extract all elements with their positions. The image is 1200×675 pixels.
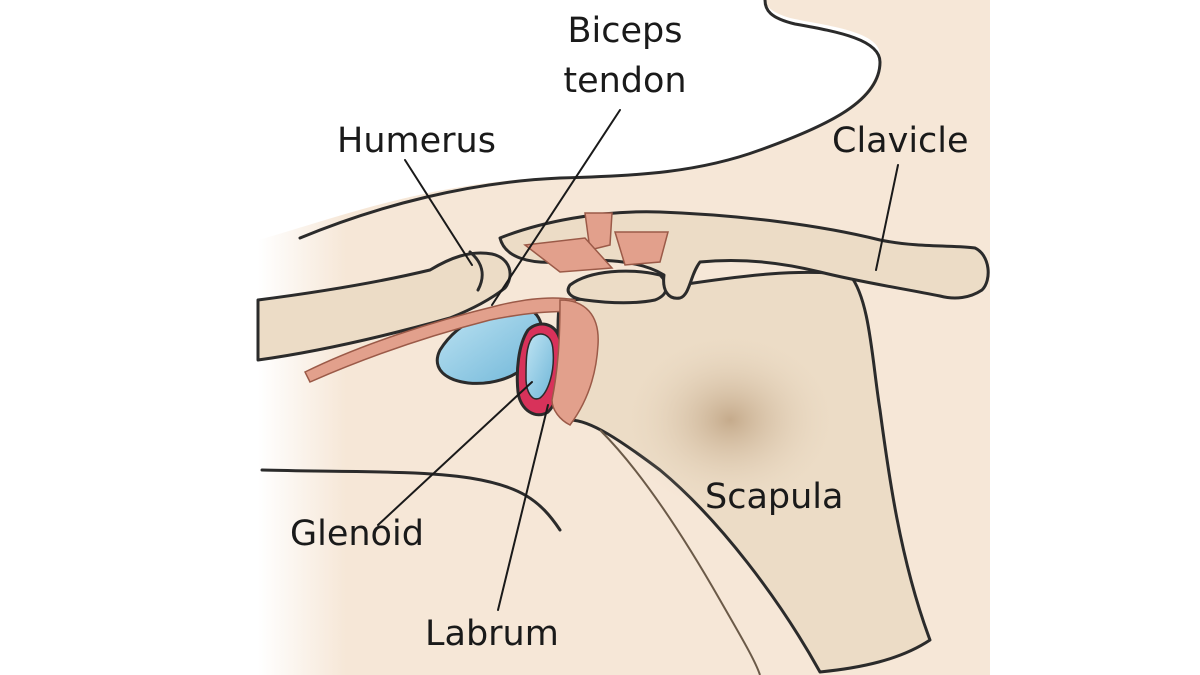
glenoid-surface: [525, 333, 555, 400]
leader-glenoid: [377, 381, 533, 526]
label-labrum: Labrum: [425, 614, 559, 654]
label-humerus: Humerus: [337, 121, 496, 161]
scapula-shading: [620, 330, 840, 510]
humerus-head-detail: [468, 250, 484, 292]
label-biceps-line2: tendon: [563, 61, 686, 101]
coraco-ligament-1: [584, 212, 613, 251]
leader-clavicle: [875, 164, 899, 271]
label-biceps-line1: Biceps: [568, 11, 683, 51]
humerus-bone: [256, 251, 512, 362]
coraco-ligament-2: [613, 231, 669, 266]
acromion: [566, 269, 668, 305]
leader-humerus: [404, 159, 473, 266]
neck-outline: [298, 0, 882, 240]
label-glenoid: Glenoid: [290, 514, 424, 554]
armpit-outline: [260, 468, 562, 532]
label-clavicle: Clavicle: [832, 121, 969, 161]
capsule-ligament: [551, 299, 599, 426]
scapula-spine-line: [599, 429, 761, 675]
leader-biceps: [491, 109, 621, 306]
label-scapula: Scapula: [705, 477, 843, 517]
leader-labrum: [497, 404, 549, 611]
coraco-ligament-3: [523, 237, 614, 273]
